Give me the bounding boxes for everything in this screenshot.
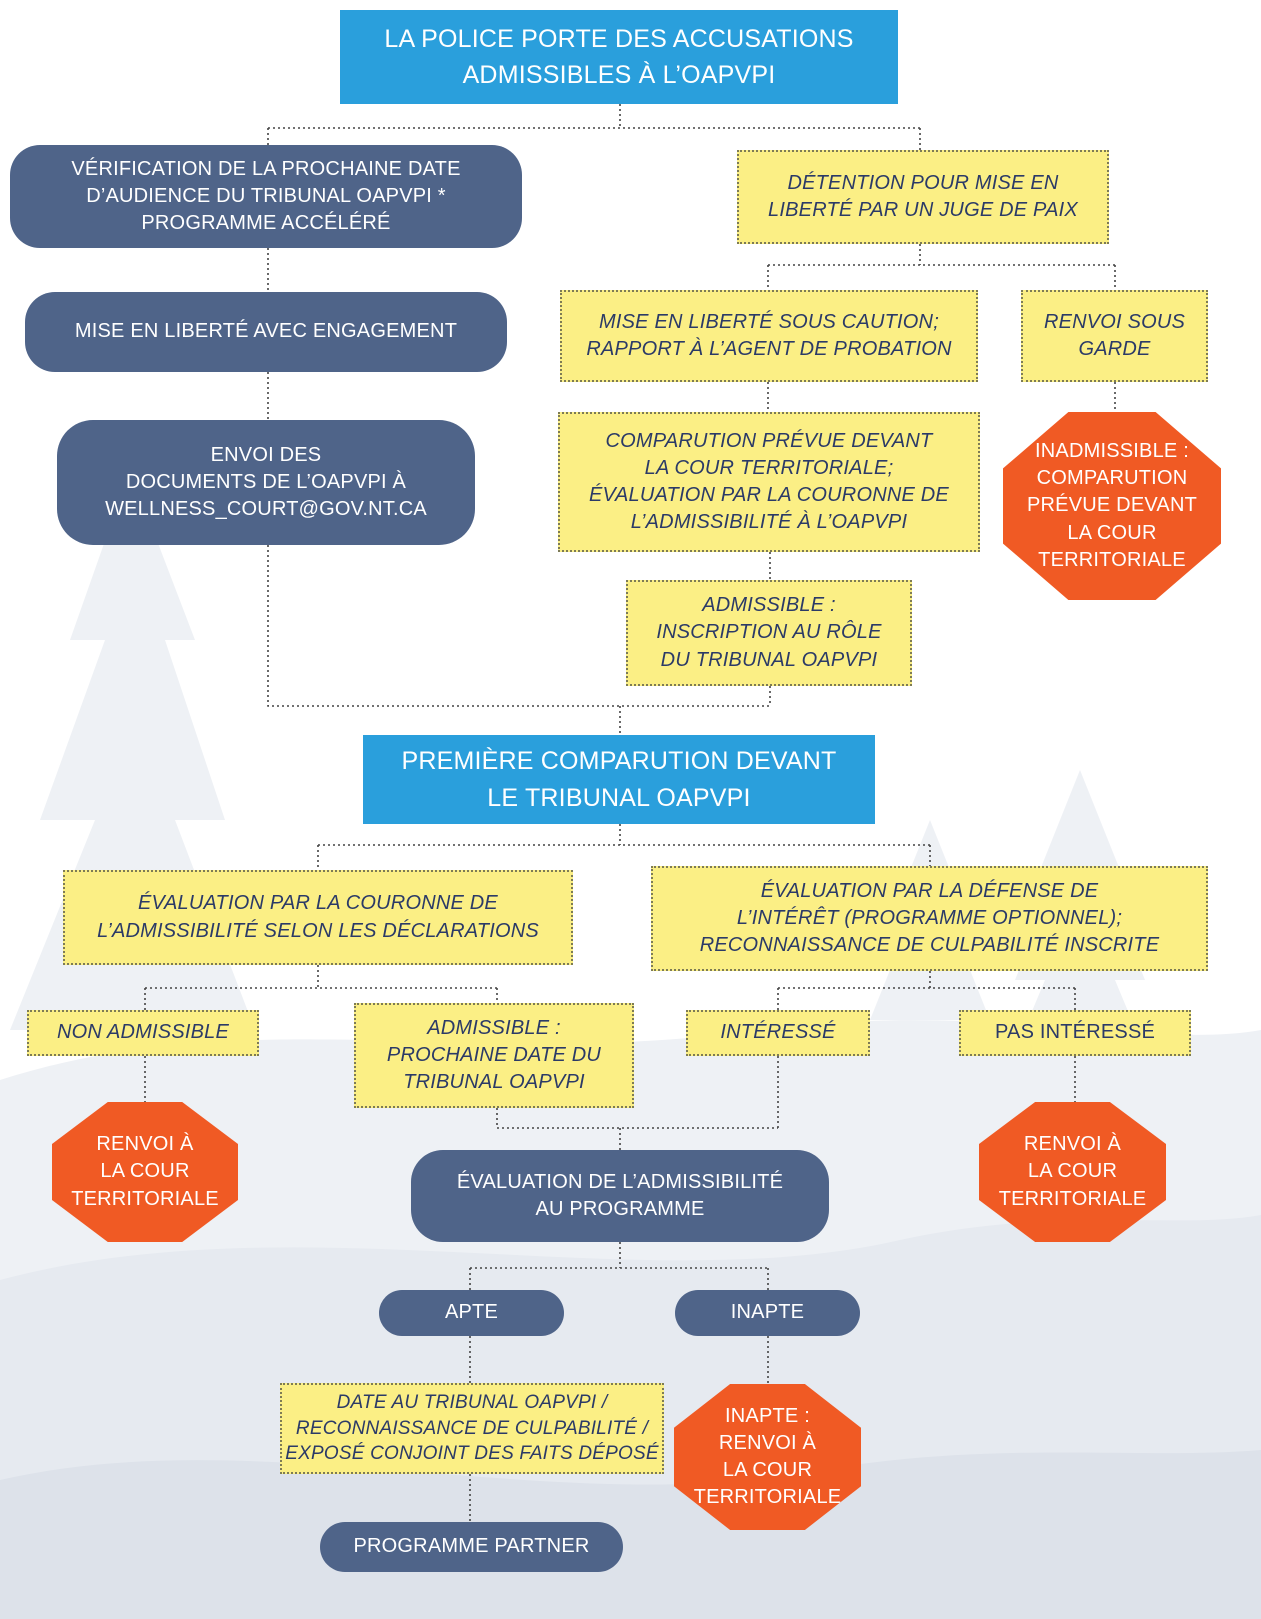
court-date-box: DATE AU TRIBUNAL OAPVPI / RECONNAISSANCE…: [280, 1383, 664, 1474]
unsuitable-box: INAPTE: [675, 1290, 860, 1336]
referral-stop-sign-left: RENVOI À LA COUR TERRITORIALE: [52, 1102, 238, 1242]
send-documents-box: ENVOI DES DOCUMENTS DE L’OAPVPI À WELLNE…: [57, 420, 475, 545]
ineligible-stop-sign: INADMISSIBLE : COMPARUTION PRÉVUE DEVANT…: [1003, 412, 1221, 600]
release-undertaking-box: MISE EN LIBERTÉ AVEC ENGAGEMENT: [25, 292, 507, 372]
bail-release-box: MISE EN LIBERTÉ SOUS CAUTION; RAPPORT À …: [560, 290, 978, 382]
defence-assessment-box: ÉVALUATION PAR LA DÉFENSE DE L’INTÉRÊT (…: [651, 866, 1208, 971]
not-eligible-box: NON ADMISSIBLE: [27, 1010, 259, 1056]
not-interested-box: PAS INTÉRESSÉ: [959, 1010, 1191, 1056]
suitable-box: APTE: [379, 1290, 564, 1336]
territorial-court-appearance-box: COMPARUTION PRÉVUE DEVANT LA COUR TERRIT…: [558, 412, 980, 552]
remand-box: RENVOI SOUS GARDE: [1021, 290, 1208, 382]
verification-box: VÉRIFICATION DE LA PROCHAINE DATE D’AUDI…: [10, 145, 522, 248]
eligible-next-date-box: ADMISSIBLE : PROCHAINE DATE DU TRIBUNAL …: [354, 1003, 634, 1108]
detention-box: DÉTENTION POUR MISE EN LIBERTÉ PAR UN JU…: [737, 150, 1109, 244]
snow-hill-3: [0, 1450, 1261, 1619]
interested-box: INTÉRESSÉ: [686, 1010, 870, 1056]
partner-program-box: PROGRAMME PARTNER: [320, 1522, 623, 1572]
first-appearance-header: PREMIÈRE COMPARUTION DEVANT LE TRIBUNAL …: [363, 735, 875, 824]
crown-assessment-box: ÉVALUATION PAR LA COURONNE DE L’ADMISSIB…: [63, 870, 573, 965]
program-assessment-box: ÉVALUATION DE L’ADMISSIBILITÉ AU PROGRAM…: [411, 1150, 829, 1242]
referral-stop-sign-right: RENVOI À LA COUR TERRITORIALE: [979, 1102, 1166, 1242]
police-charges-header: LA POLICE PORTE DES ACCUSATIONS ADMISSIB…: [340, 10, 898, 104]
unsuitable-referral-stop-sign: INAPTE : RENVOI À LA COUR TERRITORIALE: [674, 1384, 861, 1530]
eligible-docket-box: ADMISSIBLE : INSCRIPTION AU RÔLE DU TRIB…: [626, 580, 912, 686]
